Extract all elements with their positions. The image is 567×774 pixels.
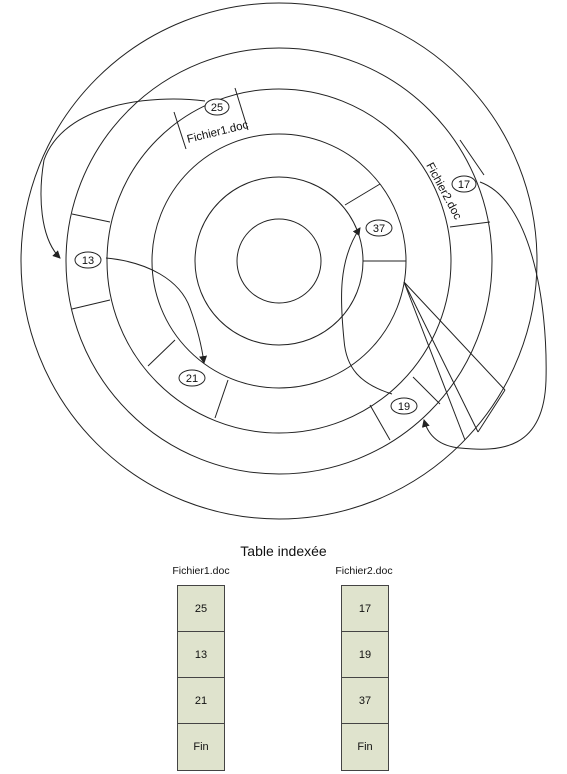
file1-column-header: Fichier1.doc	[172, 565, 230, 577]
block-links	[40, 98, 547, 450]
block-number: 21	[186, 373, 198, 385]
block-37: 37	[365, 219, 393, 237]
index-cell: 25	[178, 586, 224, 632]
link-19-to-37	[340, 227, 393, 395]
index-cell: 37	[342, 678, 388, 724]
block-number: 19	[398, 401, 410, 413]
wedge-edge	[403, 281, 479, 433]
index-cell: 21	[178, 678, 224, 724]
index-cell: 17	[342, 586, 388, 632]
index-cell: Fin	[193, 741, 209, 753]
file1-disk-label: Fichier1.doc	[186, 119, 250, 146]
sector-divider	[71, 299, 111, 310]
block-19: 19	[390, 397, 418, 415]
index-cell: Fin	[357, 741, 373, 753]
block-number: 25	[211, 102, 223, 114]
sector-divider	[173, 111, 187, 150]
track-ring-2	[194, 176, 364, 346]
file2-index-column: 17 19 37 Fin	[341, 585, 389, 771]
index-table-title: Table indexée	[240, 543, 327, 559]
block-number: 13	[82, 255, 94, 267]
block-number: 17	[458, 179, 470, 191]
sector-divider	[412, 376, 441, 405]
wedge-edge	[477, 389, 506, 433]
block-bubble	[178, 369, 206, 387]
block-21: 21	[178, 369, 206, 387]
wedge-edge	[403, 281, 506, 391]
block-25: 25	[204, 98, 230, 116]
block-number: 37	[373, 223, 385, 235]
sector-divider	[71, 213, 111, 223]
wedge-edge	[403, 281, 466, 441]
index-cell: 13	[178, 632, 224, 678]
disk-diagram: Fichier1.doc Fichier2.doc 25 13 21 17 19…	[20, 2, 547, 520]
index-cell: 19	[342, 632, 388, 678]
block-bubble	[451, 175, 477, 193]
block-bubble	[204, 98, 230, 116]
sector-divider	[234, 87, 249, 131]
sector-divider	[214, 379, 229, 419]
link-13-to-21	[105, 257, 208, 364]
block-bubble	[365, 219, 393, 237]
sector-divider	[344, 183, 381, 206]
file2-column-header: Fichier2.doc	[335, 565, 393, 577]
track-ring-5	[65, 47, 493, 475]
track-ring-inner	[236, 218, 322, 304]
sector-divider	[459, 139, 485, 176]
file2-disk-label: Fichier2.doc	[423, 161, 463, 222]
sector-divider	[147, 339, 176, 367]
link-25-to-13	[40, 98, 206, 259]
block-bubble	[390, 397, 418, 415]
block-13: 13	[74, 251, 102, 269]
block-bubble	[74, 251, 102, 269]
block-17: 17	[451, 175, 477, 193]
sector-wedge	[403, 281, 506, 441]
sector-divider	[369, 404, 391, 441]
sector-divider	[449, 221, 491, 228]
track-ring-outer	[20, 2, 538, 520]
file1-index-column: 25 13 21 Fin	[177, 585, 225, 771]
track-ring-4	[106, 88, 452, 434]
sector-dividers	[71, 87, 491, 441]
link-17-to-19	[421, 181, 547, 450]
